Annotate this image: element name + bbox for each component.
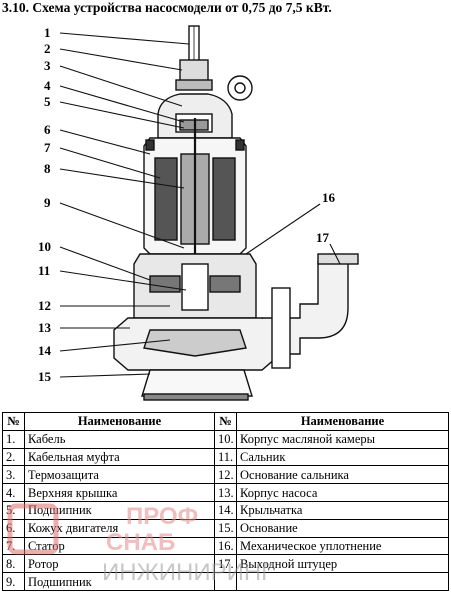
table-cell: Термозащита <box>24 465 215 485</box>
table-cell: Корпус насоса <box>236 483 449 502</box>
callout-12: 12 <box>38 298 51 313</box>
impeller-shape <box>143 329 247 357</box>
callout-8: 8 <box>44 161 51 176</box>
table-cell: 9. <box>2 572 25 591</box>
table-cell: Кабельная муфта <box>24 447 215 467</box>
table-cell <box>214 572 237 591</box>
table-cell: Основание сальника <box>236 465 449 485</box>
table-cell: Верхняя крышка <box>24 483 215 502</box>
callout-6: 6 <box>44 122 51 137</box>
header-number: № <box>214 412 237 431</box>
header-number: № <box>2 412 25 431</box>
table-cell: Подшипник <box>24 500 215 520</box>
table-cell: Корпус масляной камеры <box>236 429 449 449</box>
table-cell: 10. <box>214 429 237 449</box>
table-cell: Основание <box>236 518 449 538</box>
callout-10: 10 <box>38 239 51 254</box>
callout-14: 14 <box>38 343 52 358</box>
table-cell: 2. <box>2 447 25 467</box>
table-cell: 12. <box>214 465 237 485</box>
callout-3: 3 <box>44 58 51 73</box>
callout-5: 5 <box>44 94 51 109</box>
table-cell: Кабель <box>24 429 215 449</box>
callout-17: 17 <box>316 230 330 245</box>
callout-13: 13 <box>38 320 52 335</box>
base-shape <box>141 369 253 397</box>
pump-diagram: 1 2 3 4 5 6 7 8 9 10 11 12 13 14 15 16 1… <box>38 25 359 401</box>
table-cell: Сальник <box>236 447 449 467</box>
table-cell: Выходной штуцер <box>236 554 449 574</box>
table-header-row: № Наименование № Наименование <box>2 412 449 431</box>
table-cell: 4. <box>2 483 25 502</box>
table-cell: 3. <box>2 465 25 485</box>
table-cell: 11. <box>214 447 237 467</box>
callout-15: 15 <box>38 369 52 384</box>
table-cell: 1. <box>2 429 25 449</box>
callout-7: 7 <box>44 140 51 155</box>
header-name: Наименование <box>24 412 215 431</box>
table-cell: Подшипник <box>24 572 215 591</box>
table-cell: 5. <box>2 500 25 520</box>
stator-shape <box>154 157 178 241</box>
lifting-eye-shape <box>227 75 253 101</box>
table-cell: 16. <box>214 536 237 556</box>
table-cell: Крыльчатка <box>236 500 449 520</box>
table-cell: 6. <box>2 518 25 538</box>
header-name: Наименование <box>236 412 449 431</box>
callout-11: 11 <box>38 263 50 278</box>
table-cell: Статор <box>24 536 215 556</box>
table-cell: 14. <box>214 500 237 520</box>
table-cell: 13. <box>214 483 237 502</box>
table-cell <box>236 572 449 591</box>
callout-2: 2 <box>44 41 51 56</box>
document-title: 3.10. Схема устройства насосмодели от 0,… <box>2 0 332 15</box>
table-cell: Механическое уплотнение <box>236 536 449 556</box>
table-cell: 17. <box>214 554 237 574</box>
table-cell: 8. <box>2 554 25 574</box>
table-cell: 7. <box>2 536 25 556</box>
callout-16: 16 <box>322 190 336 205</box>
cable-coupling-shape <box>179 59 209 83</box>
callout-4: 4 <box>44 78 51 93</box>
table-cell: Ротор <box>24 554 215 574</box>
table-row: 9.Подшипник <box>2 572 449 591</box>
table-cell: Кожух двигателя <box>24 518 215 538</box>
callout-1: 1 <box>44 25 51 40</box>
table-cell: 15. <box>214 518 237 538</box>
callout-9: 9 <box>44 195 51 210</box>
